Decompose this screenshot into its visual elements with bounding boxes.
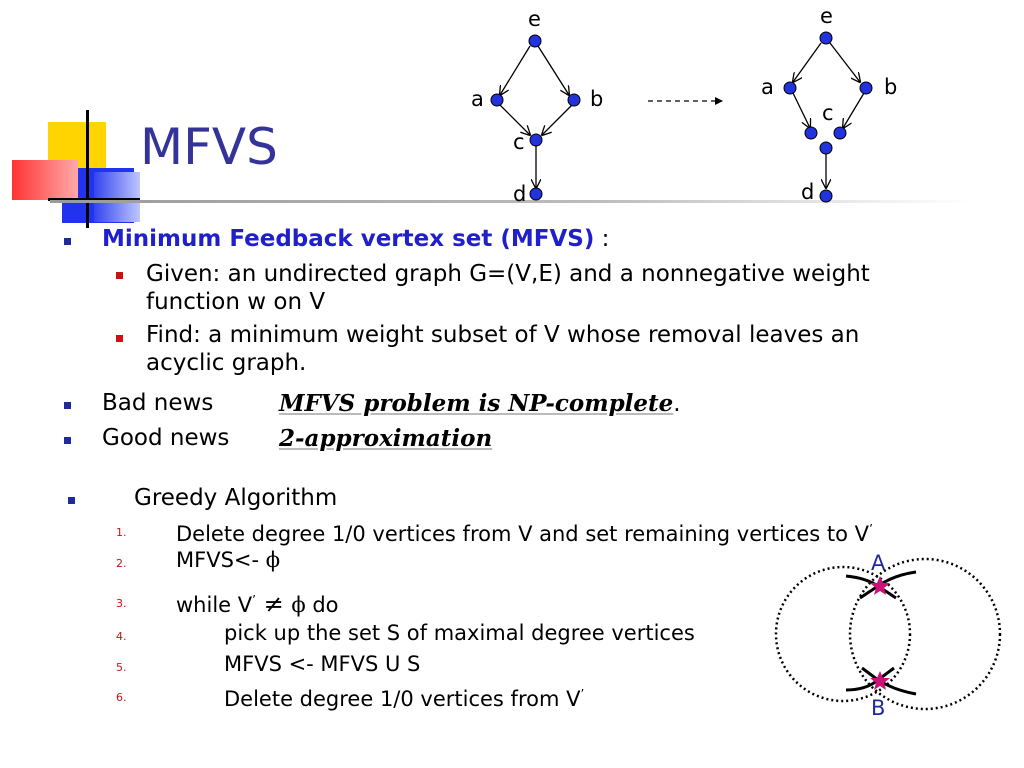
svg-text:b: b [884,75,897,99]
label-a: a [471,87,484,111]
bullet-2-marker [64,402,71,409]
step-2-number: 2. [116,557,127,570]
sub-bullet-1-marker [116,272,123,279]
node-a [490,93,504,107]
star-top [870,576,890,595]
node-c [529,133,543,147]
label-e: e [528,7,541,31]
greedy-heading: Greedy Algorithm [134,485,338,511]
step-4: pick up the set S of maximal degree vert… [224,621,695,645]
bullet-1: Minimum Feedback vertex set (MFVS) : [102,226,610,252]
node-b [567,93,581,107]
sub-bullet-find: Find: a minimum weight subset of V whose… [146,322,860,376]
svg-text:e: e [820,4,833,28]
sub-bullet-2-marker [116,335,123,342]
bullet-4-marker [68,497,75,504]
step-3: while V’ ≠ ϕ do [176,590,339,618]
bad-news-value: MFVS problem is NP-complete. [279,390,681,417]
corner-decoration [12,110,140,228]
step-5: MFVS <- MFVS U S [224,652,421,676]
bad-news-label: Bad news [102,390,214,416]
good-news-value: 2-approximation [279,425,493,452]
mfvs-heading: Minimum Feedback vertex set (MFVS) [102,226,595,252]
svg-text:a: a [761,75,774,99]
sub-bullet-given: Given: an undirected graph G=(V,E) and a… [146,261,870,315]
bullet-1-marker [64,238,71,245]
label-d: d [513,182,526,206]
page-title: MFVS [140,118,278,176]
step-5-number: 5. [116,661,127,674]
step-6-number: 6. [116,691,127,704]
step-6: Delete degree 1/0 vertices from V’ [224,687,585,711]
svg-text:c: c [822,101,834,125]
circle-label-a: A [871,551,886,575]
overlapping-circles [774,557,1002,711]
step-4-number: 4. [116,630,127,643]
step-1-number: 1. [116,526,127,539]
node-e [528,34,542,48]
graph-before [500,45,573,188]
step-2: MFVS<- ϕ [176,548,281,572]
label-c: c [513,130,525,154]
node-d [529,187,543,201]
svg-text:d: d [801,180,814,204]
bullet-3-marker [64,437,71,444]
title-underline [50,200,970,203]
label-b: b [590,87,603,111]
step-1: Delete degree 1/0 vertices from V and se… [176,522,873,546]
star-bottom [870,671,890,690]
circle-label-b: B [871,696,885,720]
good-news-label: Good news [102,425,230,451]
graph-after [793,42,865,188]
step-3-number: 3. [116,597,127,610]
